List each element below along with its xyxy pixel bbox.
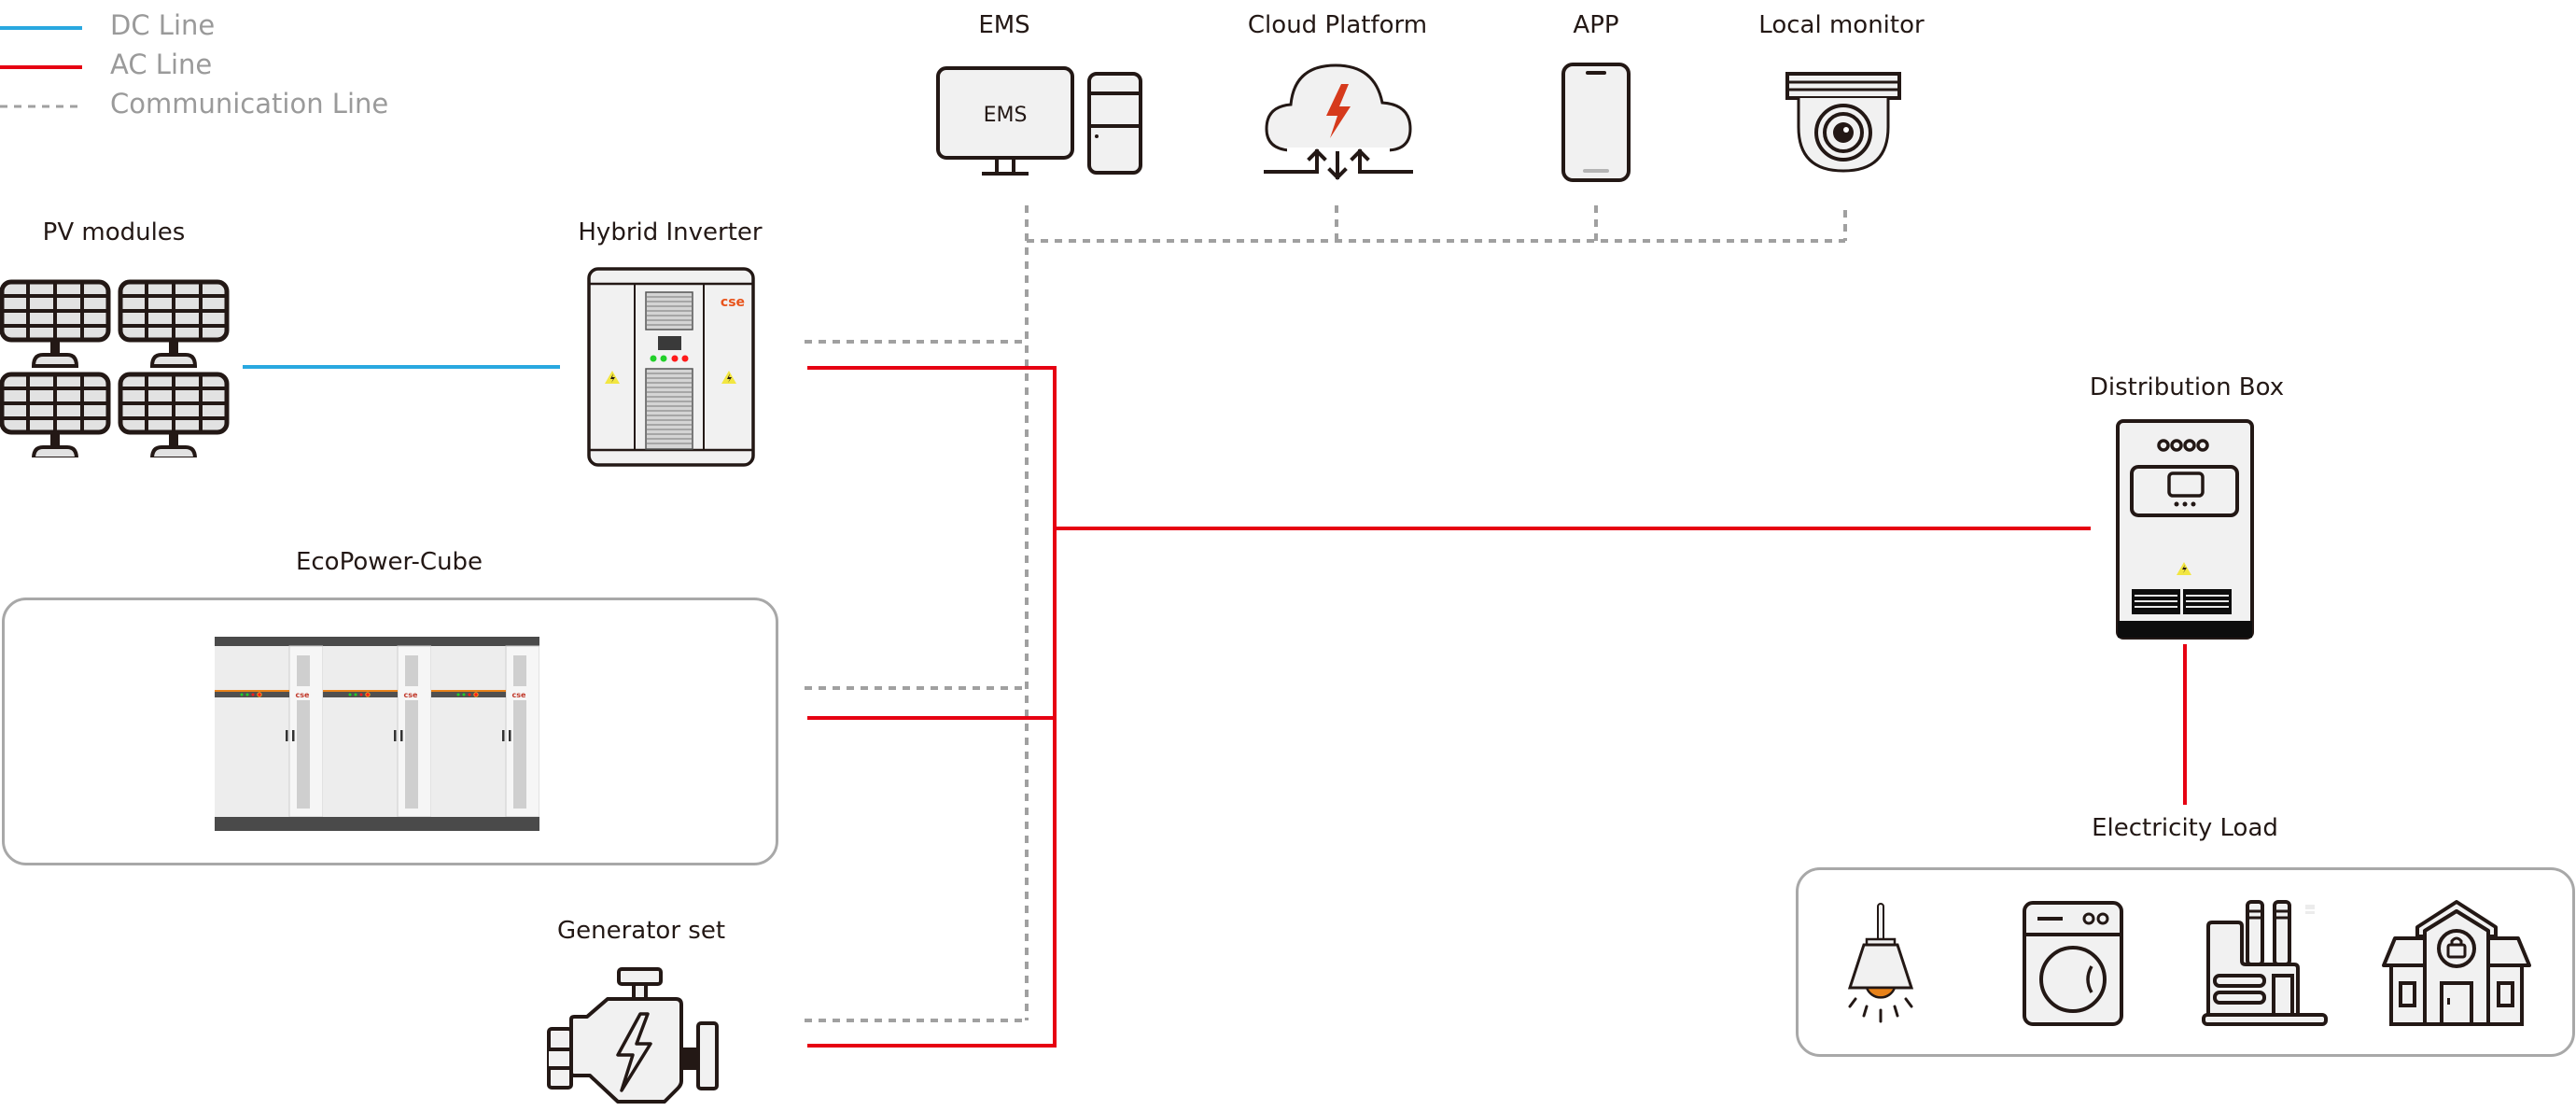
generator-set-node[interactable]	[543, 963, 739, 1104]
pv-modules-label: PV modules	[42, 218, 186, 246]
inverter-cabinet-icon: cse	[587, 267, 755, 467]
hybrid-inverter-node[interactable]: cse	[586, 266, 758, 470]
desktop-computer-icon: EMS	[936, 66, 1142, 176]
distribution-cabinet-icon	[2116, 419, 2254, 640]
electricity-load-label: Electricity Load	[2092, 814, 2278, 842]
solar-panel-icon	[0, 279, 111, 368]
engine-generator-icon	[547, 967, 719, 1104]
ecopower-cube-label: EcoPower-Cube	[295, 548, 483, 576]
brand-logo: cse	[721, 295, 745, 310]
pendant-lamp-icon	[1847, 903, 1914, 1023]
legend-comm-label: Communication Line	[110, 88, 389, 120]
generator-set-label: Generator set	[556, 917, 726, 945]
washing-machine-icon	[2023, 901, 2123, 1026]
factory-icon	[2202, 900, 2328, 1026]
warning-icon	[605, 371, 620, 384]
shop-building-icon	[2382, 900, 2531, 1026]
ac-bus	[807, 366, 1057, 1048]
battery-cabinet-icon: cse cse cse	[215, 637, 539, 831]
warning-icon	[2177, 562, 2191, 575]
solar-panel-icon	[118, 372, 230, 457]
svg-text:cse: cse	[512, 691, 527, 699]
dome-camera-icon	[1785, 72, 1901, 173]
cloud-platform-label: Cloud Platform	[1247, 11, 1428, 39]
app-node[interactable]	[1559, 62, 1633, 183]
solar-panel-icon	[0, 372, 111, 457]
cloud-upload-download-icon	[1264, 63, 1413, 180]
smartphone-icon	[1561, 63, 1631, 182]
distribution-box-label: Distribution Box	[2089, 373, 2285, 401]
local-monitor-node[interactable]	[1785, 71, 1902, 176]
distribution-box-node[interactable]	[2115, 418, 2255, 640]
svg-text:cse: cse	[296, 691, 311, 699]
legend-dc-label: DC Line	[110, 9, 216, 41]
pv-modules-node[interactable]	[0, 278, 233, 457]
ems-screen-text: EMS	[984, 104, 1028, 127]
hybrid-inverter-label: Hybrid Inverter	[578, 218, 763, 246]
legend-ac-label: AC Line	[110, 49, 213, 80]
svg-text:cse: cse	[404, 691, 419, 699]
warning-icon	[721, 371, 736, 384]
solar-panel-icon	[118, 279, 230, 368]
app-label: APP	[1573, 11, 1619, 39]
ems-node[interactable]: EMS	[933, 63, 1148, 180]
ems-label: EMS	[978, 11, 1030, 39]
local-monitor-label: Local monitor	[1758, 11, 1925, 39]
cloud-platform-node[interactable]	[1263, 60, 1416, 183]
